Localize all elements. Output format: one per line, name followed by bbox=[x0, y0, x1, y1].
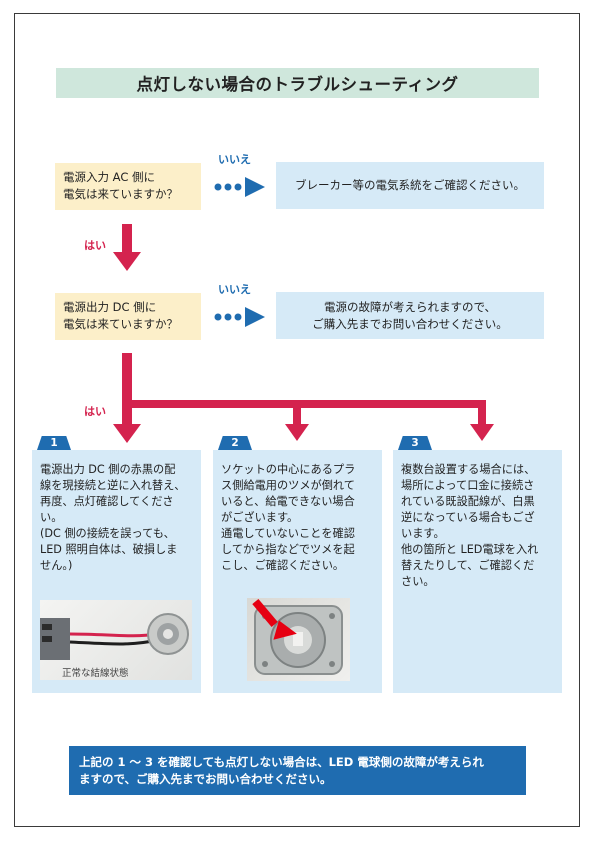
step-3-line: さい。 bbox=[401, 575, 435, 588]
pointer-arrow-icon bbox=[252, 598, 297, 640]
no-label: いいえ bbox=[218, 153, 251, 166]
yes-label: はい bbox=[84, 239, 106, 252]
yes-label: はい bbox=[84, 405, 106, 418]
question-dc-line: 電気は来ていますか？ bbox=[63, 317, 178, 331]
right-arrow-icon bbox=[214, 307, 265, 327]
step-2-line: こし、ご確認ください。 bbox=[221, 559, 345, 572]
question-dc-output-box: 電源出力 DC 側に 電気は来ていますか？ bbox=[55, 293, 201, 340]
no-label: いいえ bbox=[218, 283, 251, 296]
step-1-line: 線を現接続と逆に入れ替え、 bbox=[40, 479, 186, 492]
question-ac-input-box: 電源入力 AC 側に 電気は来ていますか？ bbox=[55, 163, 201, 210]
answer-power-supply-box: 電源の故障が考えられますので、 ご購入先までお問い合わせください。 bbox=[276, 292, 544, 339]
step-3-box: 複数台設置する場合には、 場所によって口金に接続さ れている既設配線が、白黒 逆… bbox=[393, 450, 562, 693]
step-number-tab: 3 bbox=[398, 436, 432, 450]
page-title: 点灯しない場合のトラブルシューティング bbox=[56, 68, 539, 98]
photo-caption: 正常な結線状態 bbox=[62, 668, 129, 679]
question-dc-line: 電源出力 DC 側に bbox=[63, 300, 157, 314]
step-2-line: がございます。 bbox=[221, 511, 299, 524]
step-1-line: 電源出力 DC 側の赤黒の配 bbox=[40, 463, 176, 476]
answer-breaker-box: ブレーカー等の電気系統をご確認ください。 bbox=[276, 162, 544, 209]
step-3-line: 場所によって口金に接続さ bbox=[401, 479, 535, 492]
step-3-line: れている既設配線が、白黒 bbox=[401, 495, 535, 508]
step-2-line: してから指などでツメを起 bbox=[221, 543, 355, 556]
contact-notice-box: 上記の 1 〜 3 を確認しても点灯しない場合は、LED 電球側の故障が考えられ… bbox=[69, 746, 526, 795]
contact-notice-line: 上記の 1 〜 3 を確認しても点灯しない場合は、LED 電球側の故障が考えられ bbox=[79, 755, 484, 769]
step-3-line: 他の箇所と LED電球を入れ bbox=[401, 543, 539, 556]
answer-breaker-text: ブレーカー等の電気系統をご確認ください。 bbox=[295, 178, 525, 192]
step-3-line: 逆になっている場合もござ bbox=[401, 511, 535, 524]
down-arrow-head bbox=[470, 424, 494, 441]
step-1-line: LED 照明自体は、破損しま bbox=[40, 543, 178, 556]
step-3-line: 複数台設置する場合には、 bbox=[401, 463, 536, 476]
answer-power-supply-line: ご購入先までお問い合わせください。 bbox=[312, 316, 508, 331]
step-number-tab: 2 bbox=[218, 436, 252, 450]
step-number-tab: 1 bbox=[37, 436, 71, 450]
down-arrow-head bbox=[113, 424, 141, 443]
question-ac-line: 電源入力 AC 側に bbox=[63, 170, 156, 184]
step-2-line: ス側給電用のツメが倒れて bbox=[221, 479, 355, 492]
step-2-line: 通電していないことを確認 bbox=[221, 527, 355, 540]
step-3-line: います。 bbox=[401, 527, 445, 540]
wiring-photo bbox=[40, 600, 192, 680]
step-1-line: 再度、点灯確認してくださ bbox=[40, 495, 174, 508]
step-1-line: せん。) bbox=[40, 559, 73, 572]
socket-wiring-image bbox=[40, 613, 189, 660]
down-arrow-head bbox=[113, 252, 141, 271]
page-border bbox=[14, 13, 580, 827]
step-2-line: いると、給電できない場合 bbox=[221, 495, 355, 508]
answer-power-supply-line: 電源の故障が考えられますので、 bbox=[323, 299, 497, 314]
contact-notice-line: ますので、ご購入先までお問い合わせください。 bbox=[79, 772, 332, 786]
socket-photo bbox=[247, 598, 350, 681]
down-arrow-head bbox=[285, 424, 309, 441]
down-arrow-shaft bbox=[122, 224, 132, 254]
question-ac-line: 電気は来ていますか？ bbox=[63, 187, 178, 201]
step-2-line: ソケットの中心にあるプラ bbox=[221, 463, 356, 476]
right-arrow-icon bbox=[214, 177, 265, 197]
branch-line bbox=[127, 400, 486, 408]
socket-tab-image bbox=[252, 598, 343, 675]
step-1-line: い。 bbox=[40, 511, 63, 524]
step-1-line: (DC 側の接続を誤っても、 bbox=[40, 527, 175, 540]
step-3-line: 替えたりして、ご確認くだ bbox=[401, 559, 535, 572]
